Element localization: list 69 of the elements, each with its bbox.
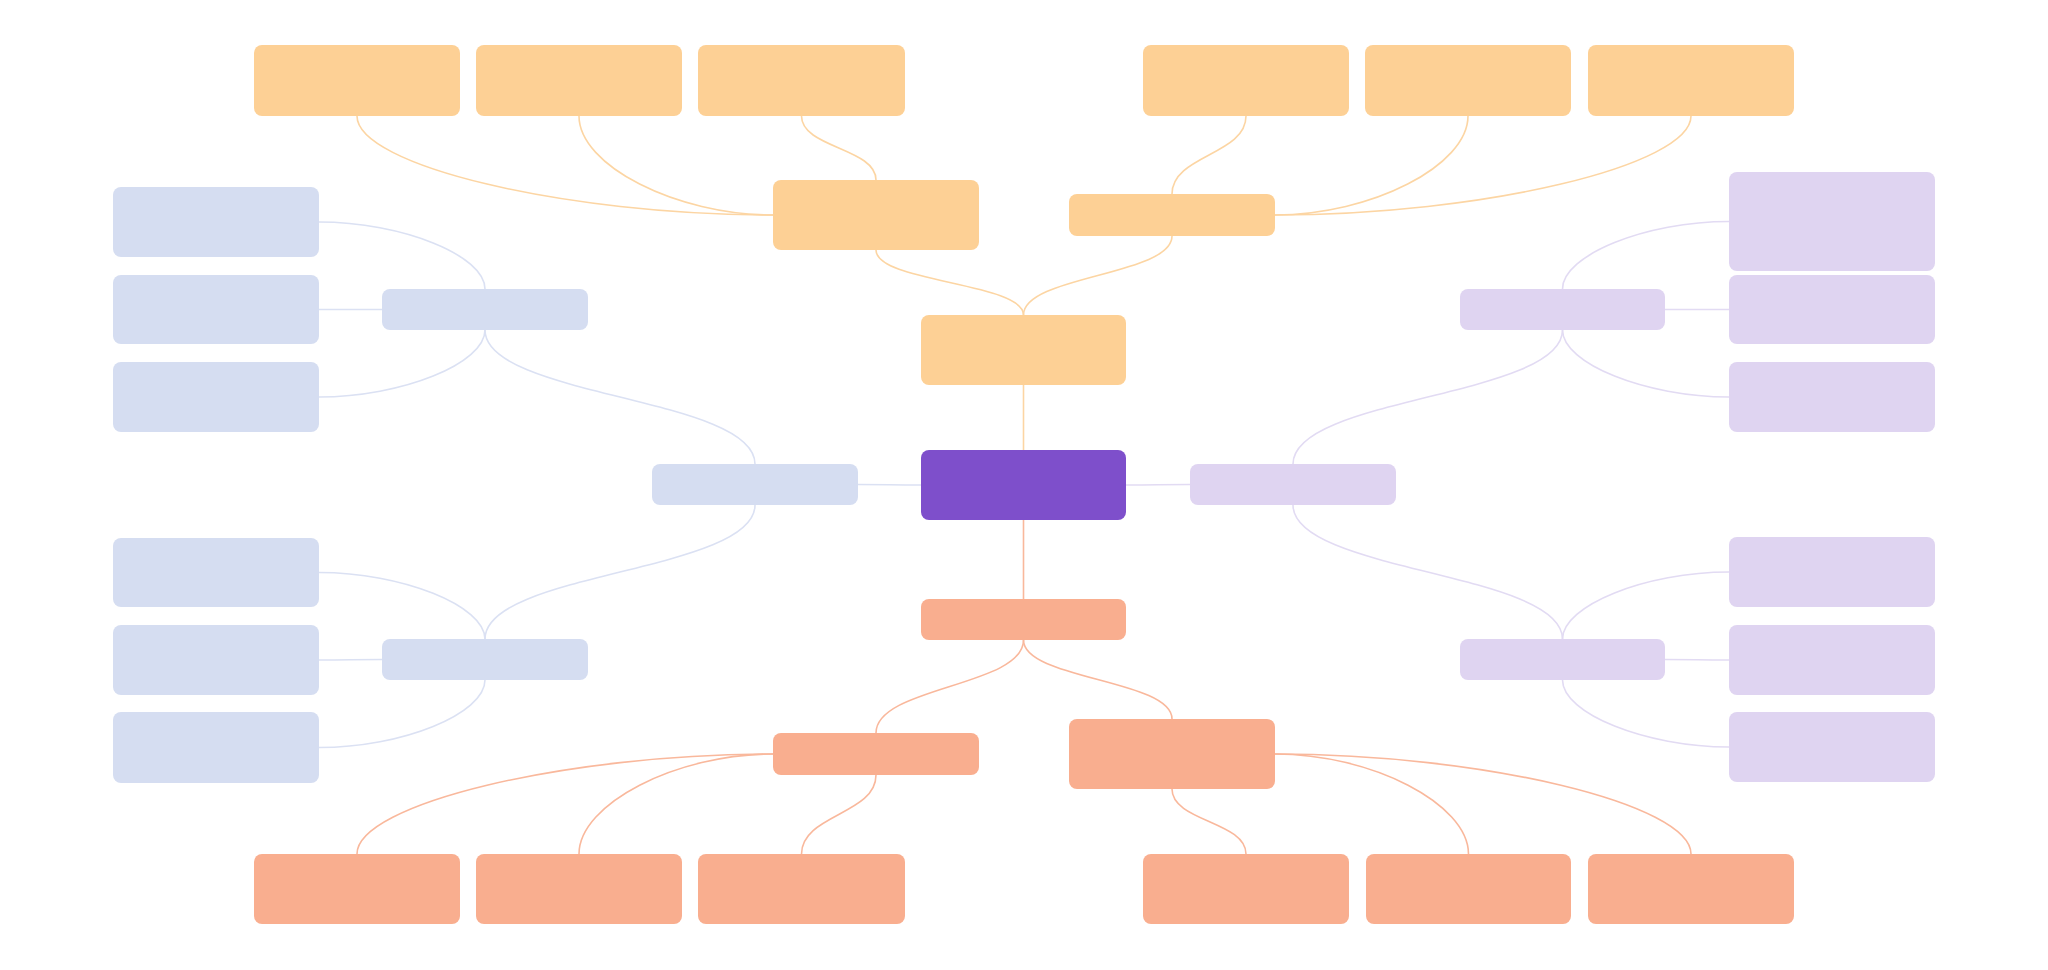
- topic-box: [113, 712, 319, 783]
- topic-box: [1729, 625, 1935, 695]
- connector-line: [1274, 115, 1692, 216]
- connector-line: [1292, 504, 1564, 640]
- topic-box: [1190, 464, 1396, 505]
- topic-box: [921, 450, 1126, 520]
- connector-line: [318, 329, 486, 398]
- topic-box: [1069, 719, 1275, 789]
- topic-box: [476, 45, 682, 116]
- topic-box: [1143, 854, 1349, 924]
- connector-line: [318, 679, 486, 749]
- connector-line: [1022, 235, 1173, 316]
- connector-line: [875, 639, 1025, 734]
- topic-box: [1729, 172, 1935, 271]
- topic-box: [113, 275, 319, 344]
- topic-box: [1729, 537, 1935, 607]
- connector-line: [800, 115, 877, 181]
- connector-line: [1561, 329, 1730, 398]
- connector-line: [484, 504, 756, 640]
- connector-line: [1664, 308, 1730, 311]
- topic-box: [1729, 275, 1935, 344]
- topic-box: [113, 538, 319, 607]
- topic-box: [1588, 45, 1794, 116]
- connector-line: [1292, 329, 1564, 465]
- topic-box: [476, 854, 682, 924]
- topic-box: [773, 180, 979, 250]
- topic-box: [652, 464, 858, 505]
- topic-box: [773, 733, 979, 775]
- connector-line: [1274, 753, 1692, 855]
- connector-line: [484, 329, 756, 465]
- connector-line: [1561, 220, 1730, 290]
- connector-line: [318, 571, 486, 640]
- topic-box: [382, 289, 588, 330]
- connector-line: [1561, 679, 1730, 748]
- topic-box: [254, 45, 460, 116]
- connector-line: [318, 221, 486, 290]
- connector-line: [1022, 384, 1025, 451]
- topic-box: [113, 362, 319, 432]
- topic-box: [1366, 854, 1571, 924]
- topic-box: [1069, 194, 1275, 236]
- topic-box: [382, 639, 588, 680]
- topic-box: [698, 45, 905, 116]
- connector-line: [1171, 115, 1247, 195]
- connector-line: [857, 483, 922, 486]
- connector-line: [318, 658, 383, 661]
- connector-line: [578, 753, 774, 855]
- topic-box: [113, 187, 319, 257]
- connector-line: [1022, 639, 1173, 720]
- topic-box: [921, 315, 1126, 385]
- connector-line: [1171, 788, 1247, 855]
- topic-box: [1460, 639, 1665, 680]
- topic-box: [1588, 854, 1794, 924]
- topic-box: [254, 854, 460, 924]
- connector-line: [578, 115, 774, 216]
- topic-box: [1143, 45, 1349, 116]
- connector-line: [1664, 658, 1730, 661]
- connector-line: [1022, 519, 1025, 600]
- topic-box: [1365, 45, 1571, 116]
- connector-line: [318, 308, 383, 311]
- topic-box: [921, 599, 1126, 640]
- topic-box: [1460, 289, 1665, 330]
- connector-line: [875, 249, 1025, 316]
- topic-box: [698, 854, 905, 924]
- topic-box: [1729, 712, 1935, 782]
- connector-line: [1125, 483, 1191, 486]
- connector-line: [800, 774, 877, 855]
- topic-box: [1729, 362, 1935, 432]
- topic-box: [113, 625, 319, 695]
- connector-line: [1561, 571, 1730, 640]
